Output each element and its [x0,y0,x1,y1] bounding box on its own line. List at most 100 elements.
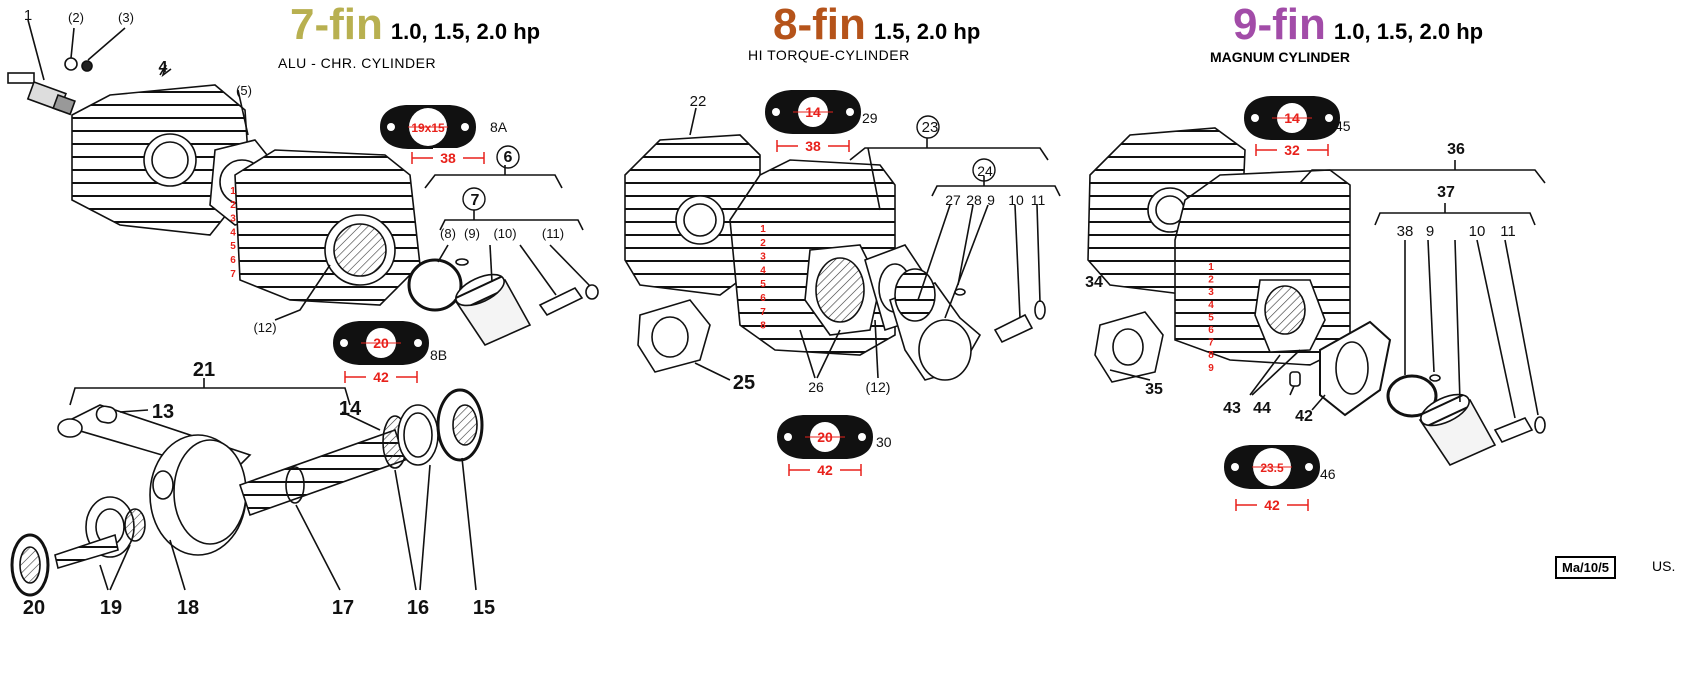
label-circle [496,145,520,169]
fin-count-number: 7 [230,269,236,280]
fin-count-number: 8 [760,321,766,332]
part-number-label: 19 [100,597,122,619]
part-number-label: 43 [1223,400,1241,417]
fin-count-number: 4 [1208,300,1214,311]
fin-title: 8-fin [773,0,866,49]
part-number-label: 11 [1031,192,1046,208]
part-number-label: 20 [23,597,45,619]
part-number-label: 44 [1253,400,1271,417]
drawing-region: US. [1652,558,1676,574]
part-number-label: 10 [1008,192,1024,208]
spark-plug-icon [7,19,76,116]
part-number-label: (2) [68,10,84,25]
part-number-label: 36 [1447,141,1465,158]
part-number-label: (5) [236,83,252,98]
nine-fin-group [1087,127,1546,467]
fin-count-number: 4 [230,227,236,238]
bolt-hole [1251,114,1259,122]
fin-count-number: 9 [1208,363,1214,374]
cylinder-name: HI TORQUE-CYLINDER [748,47,910,63]
part-number-label: 18 [177,597,199,619]
part-number-label: 4 [159,59,168,76]
fin-count-number: 2 [230,200,236,211]
dimension-bg [433,148,463,166]
part-number-label: 7 [471,192,480,209]
bolt-hole [1325,114,1333,122]
dimension-bg [1277,140,1307,158]
part-number-label: 35 [1145,381,1163,398]
port-diameter: 20 [817,429,833,445]
part-number-label: (8) [440,226,456,241]
fin-count-number: 7 [1208,338,1214,349]
gasket-part-number: 29 [862,110,878,126]
part-number-label: 38 [1397,223,1414,240]
part-number-label: 25 [733,372,755,394]
gasket-width: 38 [805,138,821,154]
fin-count-number: 1 [230,186,236,197]
seven-fin-group [7,19,599,597]
bolt-hole [1231,463,1239,471]
part-number-label: 24 [977,163,993,179]
port-diameter: 23.5 [1260,461,1284,475]
part-number-label: 13 [152,401,174,423]
bolt-hole [772,108,780,116]
fin-count-number: 7 [760,307,766,318]
gasket-width: 32 [1284,142,1300,158]
dimension-bg [366,367,396,385]
part-number-label: (11) [542,226,564,241]
part-number-label: 17 [332,597,354,619]
fin-count-number: 2 [1208,275,1214,286]
part-number-label: (10) [493,226,516,241]
fin-count-number: 6 [230,255,236,266]
port-diameter: 14 [805,104,821,120]
fin-count-number: 2 [760,238,766,249]
bolt-hole [461,123,469,131]
fin-count-number: 3 [1208,287,1214,298]
label-circle [972,158,996,182]
gasket-part-number: 8B [430,347,447,363]
gasket-width: 38 [440,150,456,166]
bolt-hole [784,433,792,441]
bolt-hole [858,433,866,441]
fin-count-number: 8 [1208,350,1214,361]
fin-title: 9-fin [1233,0,1326,49]
part-number-label: (3) [118,10,134,25]
part-number-label: 10 [1469,223,1486,240]
washer-icon [81,60,93,72]
part-number-label: 9 [1426,223,1434,240]
part-number-label: 23 [922,119,939,136]
fin-title: 7-fin [290,0,383,49]
gasket-part-number: 45 [1335,118,1351,134]
part-number-label: 37 [1437,184,1455,201]
port-diameter: 14 [1284,110,1300,126]
gasket-width: 42 [817,462,833,478]
part-number-label: 15 [473,597,495,619]
dimension-bg [810,460,840,478]
part-number-label: 9 [987,192,995,208]
part-number-label: 42 [1295,408,1313,425]
part-number-label: 6 [504,149,513,166]
bolt-hole [387,123,395,131]
gasket-45: 14 32 45 [1244,96,1351,158]
fin-count-number: 5 [760,279,766,290]
fin-count-number: 6 [760,293,766,304]
label-circle [462,187,486,211]
part-number-label: 1 [24,7,32,24]
cylinder-name: ALU - CHR. CYLINDER [278,55,437,71]
dimension-bg [1257,495,1287,513]
port-diameter: 20 [373,335,389,351]
gasket-8b: 20 42 8B [333,321,447,385]
part-number-label: (12) [253,320,276,335]
eight-fin-group [624,107,1061,381]
gasket-width: 42 [373,369,389,385]
bolt-hole [1305,463,1313,471]
label-circle [916,115,940,139]
